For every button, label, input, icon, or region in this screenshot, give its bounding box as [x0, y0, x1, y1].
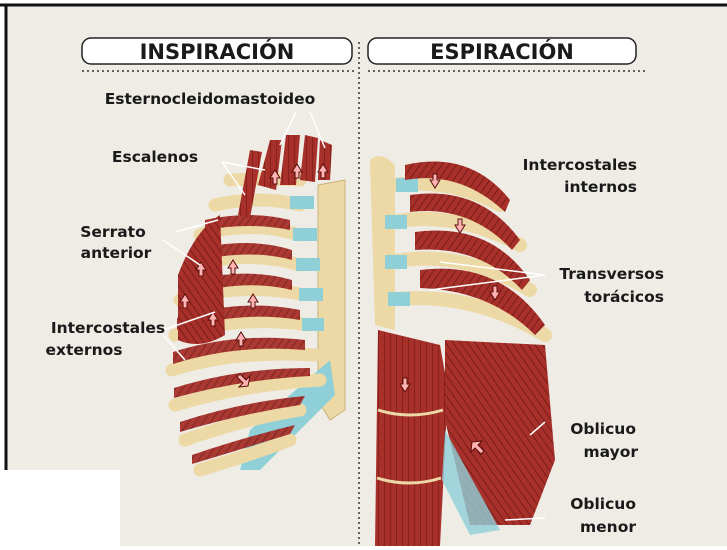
espiracion-header: ESPIRACIÓN	[430, 39, 574, 64]
label-transversos-2: torácicos	[584, 288, 664, 306]
label-escalenos: Escalenos	[112, 148, 198, 166]
rectus-abdominis	[375, 330, 448, 546]
inspiracion-header: INSPIRACIÓN	[140, 39, 295, 64]
label-transversos-1: Transversos	[559, 265, 664, 283]
label-esternocleidomastoideo: Esternocleidomastoideo	[105, 90, 316, 108]
label-intercostales-externos-2: externos	[46, 341, 123, 359]
label-intercostales-externos-1: Intercostales	[51, 319, 165, 337]
label-oblicuo-menor-1: Oblicuo	[570, 495, 636, 513]
label-intercostales-internos-1: Intercostales	[523, 156, 637, 174]
label-serrato-2: anterior	[81, 244, 152, 262]
label-serrato-1: Serrato	[80, 223, 145, 241]
label-oblicuo-mayor-1: Oblicuo	[570, 420, 636, 438]
label-oblicuo-menor-2: menor	[580, 518, 636, 536]
label-intercostales-internos-2: internos	[564, 178, 637, 196]
label-oblicuo-mayor-2: mayor	[583, 443, 638, 461]
